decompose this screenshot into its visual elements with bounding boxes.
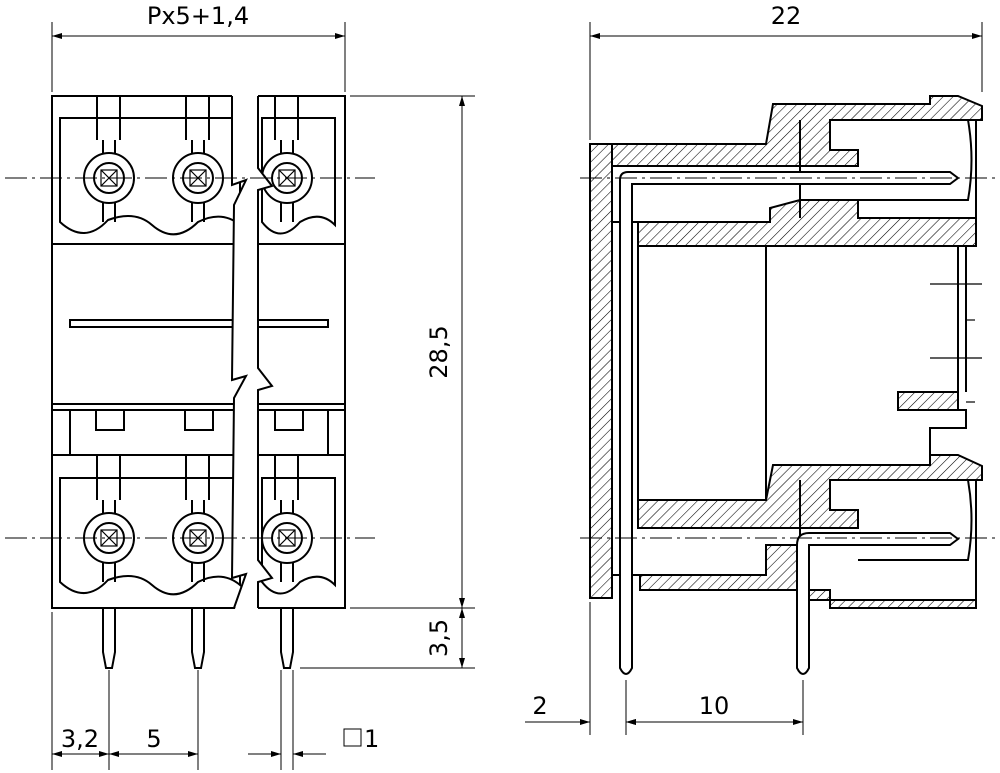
dim-front-width: Px5+1,4 [147, 2, 249, 30]
front-pins [102, 608, 294, 669]
dim-height: 28,5 [425, 325, 453, 378]
dim-edge-to-pin: 3,2 [61, 725, 99, 753]
lower-screw-2 [172, 455, 224, 582]
label-slot [69, 319, 329, 328]
front-dimensions: Px5+1,4 28,5 3,5 3,2 5 1 [51, 2, 475, 770]
upper-screw-3 [261, 96, 313, 222]
lower-screw-3 [261, 455, 313, 582]
dim-pin-length: 3,5 [425, 619, 453, 657]
front-body-outline [51, 95, 346, 609]
dim-pin-square: 1 [364, 725, 379, 753]
square-symbol [343, 728, 362, 747]
break-gap [230, 92, 274, 612]
upper-terminal-row [59, 96, 336, 236]
lower-screw-1 [83, 455, 135, 582]
upper-screw-1 [83, 96, 135, 222]
side-view [580, 95, 995, 675]
lower-terminal-row [59, 455, 336, 596]
dim-pitch: 5 [146, 725, 161, 753]
dim-pin-spacing: 10 [699, 692, 730, 720]
lower-bent-pin [796, 532, 960, 675]
upper-screw-2 [172, 96, 224, 222]
dim-side-offset: 2 [532, 692, 547, 720]
front-view [5, 92, 375, 669]
side-dimensions: 22 2 10 [525, 2, 983, 735]
upper-bent-pin [619, 171, 960, 675]
dim-side-width: 22 [771, 2, 802, 30]
